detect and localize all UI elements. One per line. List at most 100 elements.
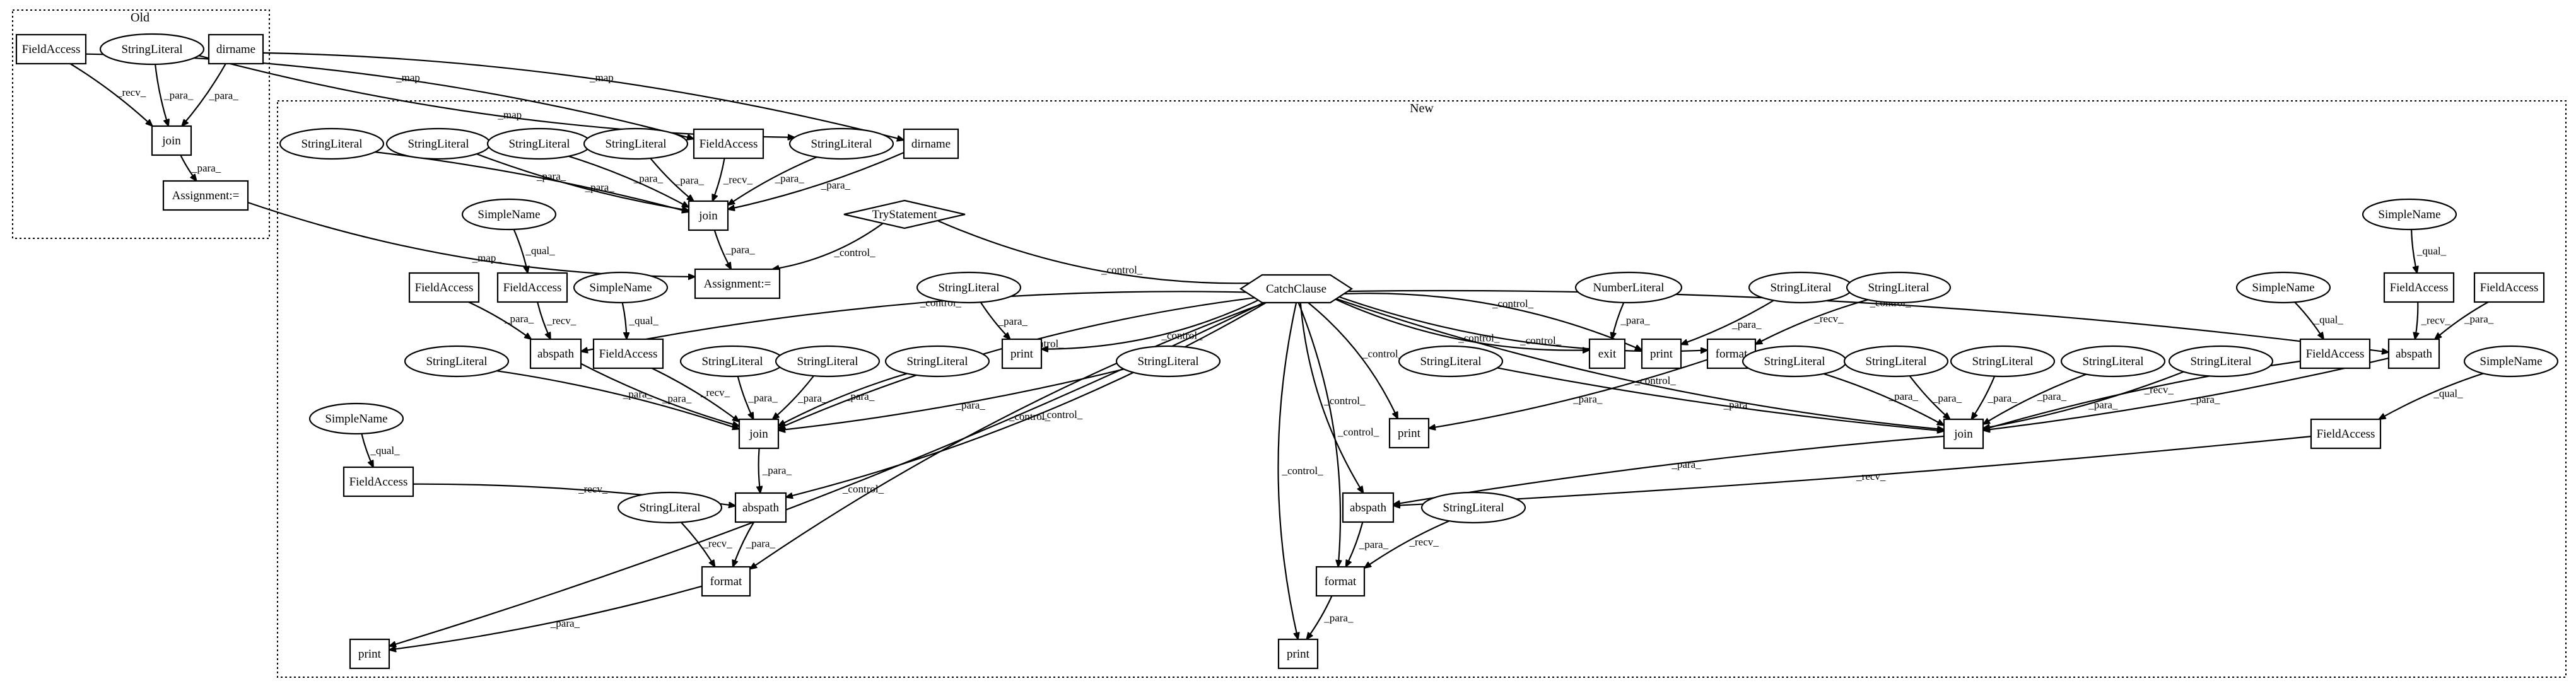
edge-label: _para_ bbox=[623, 388, 653, 400]
edge-line bbox=[1909, 375, 1950, 419]
edge-label: _recv_ bbox=[546, 315, 577, 327]
node-n_sl15: StringLiteral bbox=[1398, 345, 1504, 378]
node-label: NumberLiteral bbox=[1593, 281, 1665, 294]
node-label: StringLiteral bbox=[797, 355, 858, 368]
node-n_fa5: FieldAccess bbox=[342, 466, 414, 497]
node-shape-ellipse bbox=[573, 271, 669, 304]
edge-n_cc-n_pr4: _control_ bbox=[1304, 299, 1404, 419]
edge-n_sl15-n_jn3: _para_ bbox=[1497, 367, 1944, 431]
edge-line bbox=[2435, 301, 2489, 339]
edge-o_sl-o_jn: _para_ bbox=[155, 64, 194, 126]
node-n_sl10: StringLiteral bbox=[884, 345, 990, 378]
edge-line bbox=[1364, 520, 1450, 568]
node-shape-box bbox=[694, 268, 781, 299]
node-label: FieldAccess bbox=[700, 137, 758, 151]
edge-label: _para_ bbox=[2037, 390, 2067, 402]
edge-n_sl6-n_pr1: _para_ bbox=[980, 301, 1028, 339]
edge-line bbox=[496, 370, 739, 429]
node-shape-ellipse bbox=[1574, 271, 1683, 304]
edge-line bbox=[182, 63, 226, 126]
node-label: StringLiteral bbox=[508, 137, 570, 151]
edge-n_sl9-n_jn2: _para_ bbox=[773, 375, 828, 419]
node-shape-box bbox=[1001, 338, 1043, 369]
edge-n_sl19-n_jn3: _para_ bbox=[1983, 373, 2087, 424]
node-label: Assignment:= bbox=[172, 189, 240, 202]
edge-line bbox=[513, 229, 528, 273]
edge-n_cc-n_pr3: _control_ bbox=[1328, 293, 1642, 351]
node-shape-box bbox=[738, 418, 780, 450]
node-n_fa7: FieldAccess bbox=[2383, 272, 2455, 303]
node-o_sl: StringLiteral bbox=[99, 33, 205, 66]
node-label: FieldAccess bbox=[22, 43, 81, 56]
edge-n_cc-n_exit: _control_ bbox=[1326, 294, 1590, 351]
node-n_ab4: abspath bbox=[1342, 492, 1395, 523]
node-n_num: NumberLiteral bbox=[1574, 271, 1683, 304]
cluster-new: New bbox=[277, 100, 2567, 678]
edge-label: _para_ bbox=[1932, 392, 1962, 404]
node-shape-box bbox=[342, 466, 414, 497]
edge-n_sl2-n_jn1: _para_ bbox=[476, 153, 689, 211]
edge-label: _recv_ bbox=[700, 387, 730, 398]
edge-label: _control_ bbox=[1337, 426, 1379, 438]
node-n_jn3: join bbox=[1943, 418, 1984, 450]
edge-label: _para_ bbox=[674, 175, 705, 187]
edge-line bbox=[778, 368, 1125, 430]
node-label: print bbox=[1398, 427, 1421, 440]
edge-label: _qual_ bbox=[525, 245, 555, 257]
edge-label: _control_ bbox=[1041, 409, 1083, 421]
edge-label: _para_ bbox=[536, 170, 566, 182]
edge-n_sl10-n_jn2: _para_ bbox=[778, 373, 908, 426]
node-n_fm3: format bbox=[1315, 566, 1366, 597]
edge-line bbox=[476, 153, 689, 211]
edge-line bbox=[750, 297, 1279, 569]
edge-label: _para_ bbox=[1888, 390, 1919, 402]
edge-line bbox=[733, 521, 755, 567]
edge-label: _recv_ bbox=[702, 537, 732, 549]
edge-label: _para_ bbox=[725, 244, 755, 256]
node-n_sl11: StringLiteral bbox=[1115, 345, 1221, 378]
node-label: FieldAccess bbox=[2306, 347, 2365, 361]
node-shape-ellipse bbox=[404, 345, 510, 378]
edge-label: _recv_ bbox=[578, 483, 608, 495]
edge-label: _para_ bbox=[2464, 313, 2494, 325]
edge-line bbox=[728, 151, 905, 209]
edge-label: _para_ bbox=[998, 315, 1028, 327]
edge-line bbox=[1341, 289, 2389, 352]
node-n_sn5: SimpleName bbox=[2235, 271, 2331, 304]
edge-line bbox=[1971, 376, 1996, 419]
node-shape-ellipse bbox=[2168, 345, 2274, 378]
edge-label: _qual_ bbox=[629, 315, 659, 327]
edge-n_sl11-n_jn2: _para_ bbox=[778, 368, 1125, 430]
edge-line bbox=[361, 433, 374, 467]
edge-n_cc-n_fm3: _control_ bbox=[1297, 301, 1379, 567]
node-shape-ellipse bbox=[2463, 345, 2559, 378]
node-label: TryStatement bbox=[872, 208, 937, 221]
edge-layer: _recv__para__para__para__map__map__map__… bbox=[69, 52, 2494, 650]
edge-n_sl7-n_jn2: _para_ bbox=[496, 370, 739, 429]
edge-o_dn-o_jn: _para_ bbox=[182, 63, 238, 126]
node-shape-box bbox=[2387, 338, 2440, 369]
node-shape-box bbox=[408, 272, 480, 303]
edge-label: _map_ bbox=[395, 71, 426, 83]
edge-label: _recv_ bbox=[1856, 470, 1886, 482]
node-shape-box bbox=[208, 33, 264, 65]
node-n_sl21: StringLiteral bbox=[1420, 491, 1526, 524]
node-n_fm1: format bbox=[701, 566, 751, 597]
edge-label: _para_ bbox=[1671, 458, 1701, 470]
edge-line bbox=[155, 64, 168, 126]
edge-n_sn1-n_fa3: _qual_ bbox=[513, 229, 555, 273]
edge-label: _para_ bbox=[1620, 314, 1650, 326]
node-label: FieldAccess bbox=[2480, 281, 2539, 294]
edge-n_fa1-n_jn1: _recv_ bbox=[712, 158, 752, 201]
node-o_fa: FieldAccess bbox=[15, 33, 87, 65]
node-n_jn2: join bbox=[738, 418, 780, 450]
edge-n_cc-n_jn3: _control_ bbox=[1325, 294, 1944, 429]
edge-line bbox=[712, 158, 725, 201]
edge-n_sl8-n_jn2: _para_ bbox=[737, 376, 778, 419]
node-label: StringLiteral bbox=[407, 137, 469, 151]
node-shape-box bbox=[529, 338, 582, 369]
edge-label: _recv_ bbox=[2420, 315, 2450, 327]
edge-n_sn2-n_fa4: _qual_ bbox=[621, 302, 659, 339]
node-label: StringLiteral bbox=[426, 355, 487, 368]
